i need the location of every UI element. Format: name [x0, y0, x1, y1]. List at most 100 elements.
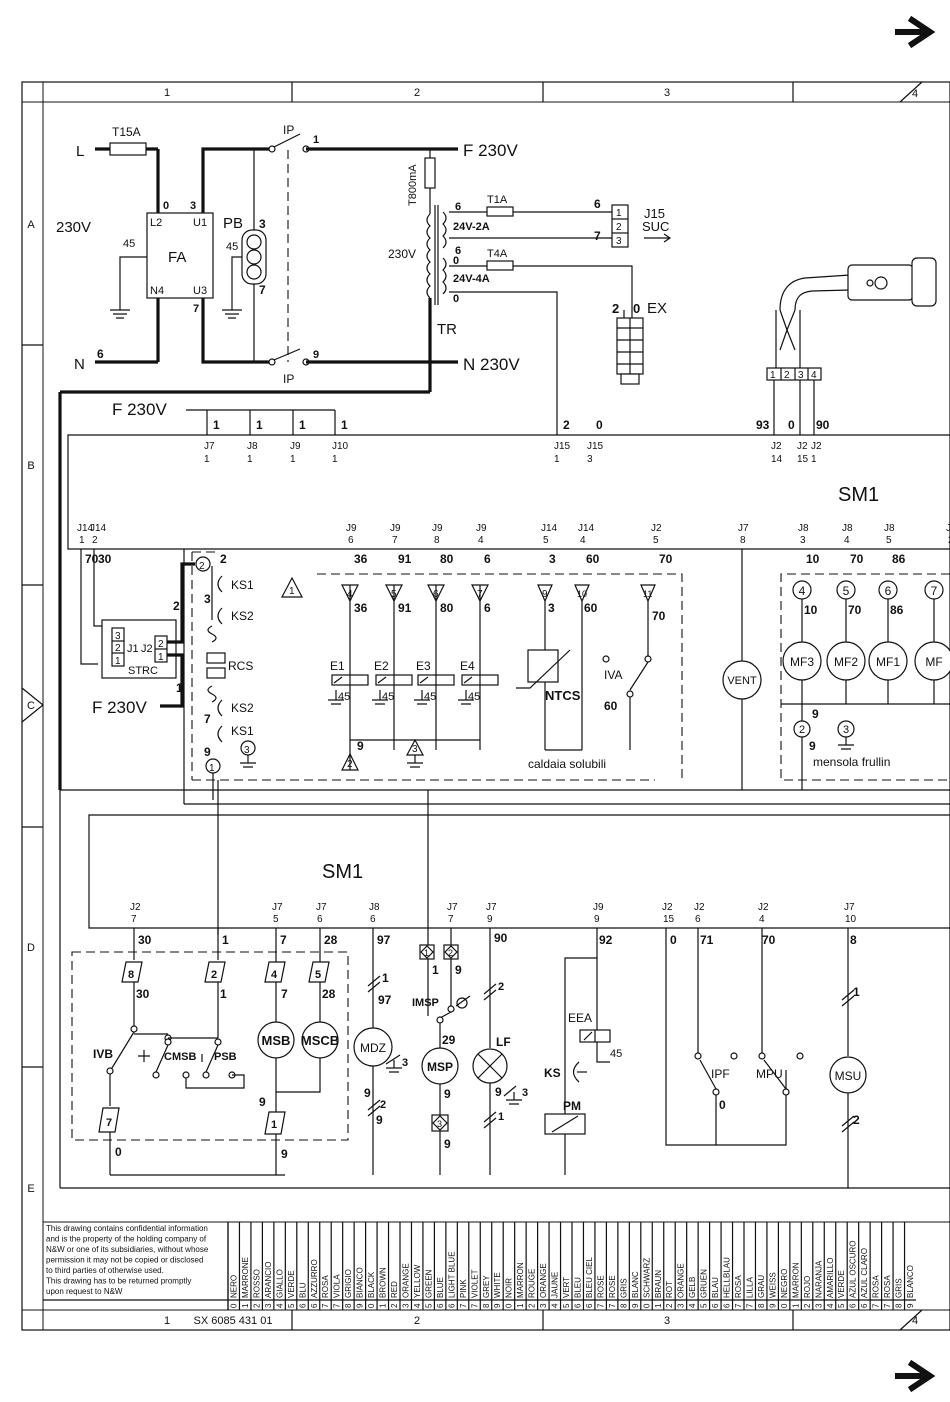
connector-pin: 4 [759, 914, 765, 925]
wire-label: 0 [670, 933, 677, 947]
color-code: 4 [275, 1303, 284, 1308]
wire-label: 0 [596, 418, 603, 432]
color-name: PINK [459, 1279, 468, 1298]
connector-label: J9 [476, 523, 487, 534]
color-name: BLACK [367, 1271, 376, 1298]
color-code: 7 [459, 1303, 468, 1308]
color-name: BLEU CIEL [585, 1257, 594, 1298]
row-labels: A B C D E [27, 219, 35, 1195]
color-code: 7 [333, 1303, 342, 1308]
fa-pin: U3 [193, 285, 207, 297]
wire-label: 8 [850, 933, 857, 947]
color-code: 9 [631, 1303, 640, 1308]
ground-icon [328, 690, 344, 705]
strc-module: 3 2 1 J1 J2 2 1 STRC 2 1 F 230V [80, 549, 195, 717]
pb-label: PB [223, 215, 243, 232]
connector-label: J15 [554, 441, 571, 452]
color-code: 3 [539, 1303, 548, 1308]
wire-label: 91 [398, 601, 412, 615]
node-label: 6 [433, 589, 439, 600]
node-label: 7 [931, 584, 938, 598]
wire-label: 97 [378, 993, 392, 1007]
color-code: 8 [895, 1303, 904, 1308]
node-label: 2 [199, 561, 205, 572]
color-code: 2 [252, 1303, 261, 1308]
color-code: 6 [298, 1303, 307, 1308]
sm1-board-bottom: SM1 [88, 814, 950, 929]
node-label: 7 [106, 1117, 112, 1129]
transformer-label: TR [437, 321, 457, 338]
color-name: ROSA [883, 1275, 892, 1298]
color-name: GRIGIO [344, 1269, 353, 1298]
connector-pin: 4 [844, 535, 850, 546]
node-label: 2 [211, 969, 217, 981]
connector-label: J9 [390, 523, 401, 534]
wire-label: 0 [719, 1098, 726, 1112]
node-label: 7 [477, 589, 483, 600]
connector-label: J9 [290, 441, 301, 452]
color-code: 2 [665, 1303, 674, 1308]
arrow-right-icon[interactable] [895, 1359, 936, 1393]
column-labels-top: 1 2 3 4 [164, 87, 918, 100]
connector-label: J7 [486, 902, 497, 913]
arrow-right-icon[interactable] [895, 15, 936, 49]
ipf-label: IPF [711, 1067, 730, 1081]
connector-pin: 15 [663, 914, 675, 925]
suc-label: SUC [642, 219, 669, 234]
color-name: ORANGE [539, 1263, 548, 1298]
col-label: 3 [664, 87, 670, 99]
drawing-code: SX 6085 431 01 [194, 1315, 273, 1327]
wire-label: 45 [382, 691, 394, 703]
connector-pin: 15 [797, 454, 809, 465]
connector-label: J14 [541, 523, 558, 534]
ground-icon [385, 1054, 402, 1073]
ntcs-label: NTCS [545, 688, 581, 703]
connector-label: J7 [316, 902, 327, 913]
j15-label: J15 [644, 206, 665, 221]
color-code: 3 [264, 1303, 273, 1308]
wire-label: 2 [612, 301, 619, 316]
probe-cable: 1 2 3 4 [766, 257, 937, 435]
connector-pin: 14 [771, 454, 783, 465]
color-code: 3 [677, 1303, 686, 1308]
color-code: 0 [642, 1303, 651, 1308]
wire-label: 2 [220, 552, 227, 566]
wire-label: 1 [213, 418, 220, 432]
node-label: 2 [448, 948, 453, 958]
row-label: D [27, 942, 35, 954]
color-code: 7 [470, 1303, 479, 1308]
connector-pin: 8 [740, 535, 746, 546]
ground-icon [414, 690, 430, 705]
color-code: 4 [551, 1303, 560, 1308]
wire-label: 70 [652, 609, 666, 623]
wire-label: 1 [176, 681, 183, 695]
color-name: GRIS [619, 1278, 628, 1298]
color-name: GRUEN [700, 1269, 709, 1298]
color-name: NEGRO [780, 1269, 789, 1298]
color-name: ROUGE [528, 1269, 537, 1298]
connector-label: J7 [204, 441, 215, 452]
color-name: GRIS [895, 1278, 904, 1298]
color-code: 9 [906, 1303, 915, 1308]
connector-pin: 10 [845, 914, 857, 925]
color-name: ORANGE [402, 1263, 411, 1298]
wire-label: 10 [806, 552, 820, 566]
connector-label: J9 [346, 523, 357, 534]
node-label: 3 [244, 745, 250, 756]
wire-label: 7 [259, 283, 266, 297]
wire-label: 0 [163, 200, 169, 212]
wire-label: 30 [98, 552, 112, 566]
connector-pin: 6 [695, 914, 701, 925]
wire-label: 6 [455, 201, 461, 213]
color-name: LILLA [746, 1276, 755, 1298]
color-name: JAUNE [551, 1272, 560, 1298]
node-label: 3 [843, 724, 849, 736]
row-label: A [27, 219, 35, 231]
color-code: 4 [688, 1303, 697, 1308]
wire-label: 9 [357, 739, 364, 753]
heater-label: E1 [330, 659, 345, 673]
node-label: 5 [391, 589, 397, 600]
sm1-bottom-connectors: J14170J14230J9636J9791J9880J946J1453J144… [77, 523, 950, 947]
connector-label: J9 [432, 523, 443, 534]
